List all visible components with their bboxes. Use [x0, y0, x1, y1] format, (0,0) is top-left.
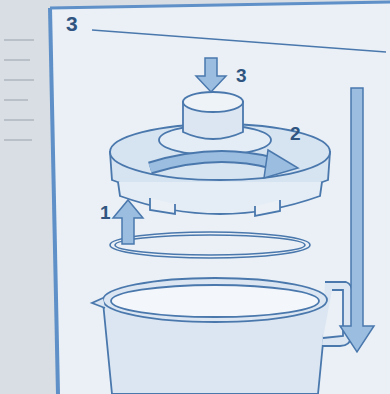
cap: [183, 92, 243, 139]
page-top-edge: [50, 2, 390, 8]
step-rule: [92, 30, 386, 52]
step-number: 3: [66, 13, 78, 34]
rotate-arrow: [150, 150, 298, 178]
press-arrow: [196, 58, 226, 92]
page-edge: [50, 8, 58, 394]
callout-number: 2: [290, 124, 301, 143]
page-panel: [50, 2, 390, 394]
fit-arrow: [113, 200, 143, 244]
callout-number: 1: [100, 203, 111, 222]
lower-arrow: [340, 88, 374, 352]
margin-text: [4, 40, 34, 140]
callout-number: 3: [236, 66, 247, 85]
seal-ring: [110, 232, 310, 258]
jug: [92, 278, 352, 394]
